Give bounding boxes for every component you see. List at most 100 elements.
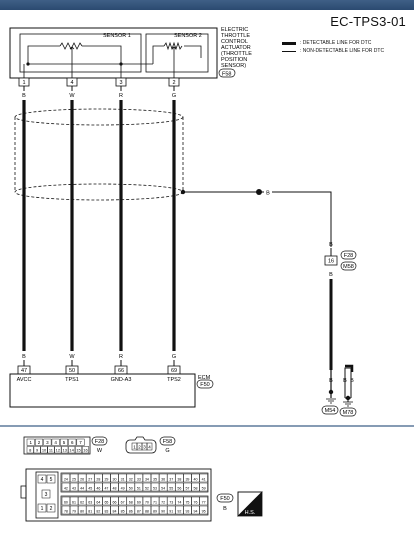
connector-ecm-tag bbox=[216, 493, 234, 503]
pin-cell bbox=[199, 473, 208, 483]
connector-f28-name: F28 bbox=[95, 439, 104, 445]
ecm-face-pin: 57 bbox=[185, 486, 189, 490]
wire-color-bottom: G bbox=[172, 354, 176, 360]
actuator-label-line: THROTTLE bbox=[221, 33, 250, 39]
wire-color: B bbox=[22, 93, 26, 99]
ecm-face-pin: 86 bbox=[129, 509, 133, 513]
joint-conn-b-tag bbox=[340, 261, 357, 271]
f28-pin: 1 bbox=[29, 440, 32, 445]
ecm-face-pin: 51 bbox=[137, 486, 141, 490]
ecm-face-pin: 4 bbox=[41, 477, 44, 483]
ecm-face-pin: 33 bbox=[137, 477, 141, 481]
ecm-face-pin: 28 bbox=[96, 477, 100, 481]
pin-cell bbox=[146, 442, 153, 451]
hs-label: H.S. bbox=[245, 510, 256, 516]
pin-cell bbox=[26, 438, 35, 446]
f28-pin: 11 bbox=[49, 447, 54, 452]
connector-f58-pin: 2 bbox=[138, 445, 141, 450]
legend-non-detectable-text: : NON-DETECTABLE LINE FOR DTC bbox=[300, 48, 385, 54]
actuator-label-line: POSITION bbox=[221, 57, 247, 63]
joint-color-top: B bbox=[329, 242, 333, 248]
ecm-face-pin: 5 bbox=[50, 477, 53, 483]
wire-color-bottom: R bbox=[119, 354, 123, 360]
ground-b: M78 bbox=[343, 410, 354, 416]
legend-non-detectable: : NON-DETECTABLE LINE FOR DTC bbox=[282, 47, 384, 55]
ground-symbol-a bbox=[326, 398, 336, 404]
sensor1-resistor bbox=[59, 42, 83, 50]
ecm-face-pin: 76 bbox=[194, 500, 198, 504]
pin-cell bbox=[81, 446, 89, 454]
sensor2-label: SENSOR 2 bbox=[174, 33, 202, 39]
sensor1-circuit bbox=[27, 45, 122, 64]
pin-cell bbox=[35, 438, 44, 446]
f28-pin: 5 bbox=[63, 440, 66, 445]
f28-pin: 9 bbox=[36, 447, 39, 452]
ecm-face-pin: 56 bbox=[177, 486, 181, 490]
pin-cell bbox=[46, 474, 56, 484]
sensor2-circuit bbox=[152, 45, 202, 64]
ecm-face-pin: 93 bbox=[185, 509, 189, 513]
ecm-name: ECM bbox=[198, 375, 211, 381]
ecm-pin: 47 bbox=[21, 368, 27, 374]
pin-cell bbox=[68, 446, 76, 454]
wire-color-bottom: W bbox=[69, 354, 75, 360]
pin-cell bbox=[75, 446, 83, 454]
ground-b-wire-thick bbox=[345, 364, 354, 372]
ecm-face-pin: 44 bbox=[80, 486, 84, 490]
joint-conn-a-tag bbox=[340, 250, 357, 260]
connector-ecm-block-c bbox=[60, 495, 209, 516]
title-bar bbox=[0, 0, 414, 10]
ecm-face-pin: 72 bbox=[161, 500, 165, 504]
legend-detectable-text: : DETECTABLE LINE FOR DTC bbox=[300, 40, 372, 46]
ground-a-tag bbox=[321, 405, 339, 415]
ecm-face-pin: 45 bbox=[88, 486, 92, 490]
ecm-face-pin: 90 bbox=[161, 509, 165, 513]
sensor1-wiper bbox=[69, 46, 75, 64]
wire-color: W bbox=[69, 93, 75, 99]
sensor2-box bbox=[145, 33, 209, 73]
ecm-face-pin: 85 bbox=[121, 509, 125, 513]
ecm-face-pin: 43 bbox=[72, 486, 76, 490]
junction-dot bbox=[26, 62, 30, 66]
pin-cell bbox=[51, 438, 60, 446]
pin-cell bbox=[40, 446, 48, 454]
ecm-face-pin: 48 bbox=[113, 486, 117, 490]
connector-f58-pin: 4 bbox=[148, 445, 151, 450]
ecm-face-pin: 70 bbox=[145, 500, 149, 504]
wire-color: R bbox=[119, 93, 123, 99]
ground-b-wire bbox=[344, 367, 352, 399]
shield-top bbox=[14, 108, 184, 126]
ecm-face-pin: 59 bbox=[202, 486, 206, 490]
ecm-face-pin: 27 bbox=[88, 477, 92, 481]
ecm-face-pin: 67 bbox=[121, 500, 125, 504]
junction-dot bbox=[119, 62, 123, 66]
ecm-face-pin: 53 bbox=[153, 486, 157, 490]
joint-conn-b: M58 bbox=[343, 264, 354, 270]
actuator-label-line: CONTROL bbox=[221, 39, 248, 45]
ecm-face-pin: 74 bbox=[177, 500, 181, 504]
ecm-pin-label: GND-A3 bbox=[111, 377, 132, 383]
connector-f58-outline bbox=[125, 436, 157, 454]
ecm-face-pin: 75 bbox=[185, 500, 189, 504]
ecm-face-pin: 71 bbox=[153, 500, 157, 504]
sensor1-box bbox=[19, 33, 142, 73]
pin-cell bbox=[46, 503, 56, 513]
ecm-face-pin: 54 bbox=[161, 486, 165, 490]
pin-cell bbox=[37, 474, 47, 484]
ecm-pin-label: TPS1 bbox=[65, 377, 79, 383]
ecm-face-pin: 66 bbox=[113, 500, 117, 504]
pin-cell bbox=[47, 446, 55, 454]
legend: : DETECTABLE LINE FOR DTC : NON-DETECTAB… bbox=[282, 39, 384, 55]
hs-icon-frame bbox=[237, 491, 263, 517]
pin-number: 4 bbox=[70, 80, 73, 86]
connector-ecm-block-a bbox=[35, 471, 59, 519]
legend-detectable: : DETECTABLE LINE FOR DTC bbox=[282, 39, 384, 47]
ecm-pin-label: TPS2 bbox=[167, 377, 181, 383]
pin-cell bbox=[199, 496, 208, 506]
f28-pin: 12 bbox=[56, 447, 61, 452]
ecm-face-pin: 38 bbox=[177, 477, 181, 481]
ecm-face-pin: 39 bbox=[185, 477, 189, 481]
actuator-label-line: (THROTTLE bbox=[221, 51, 252, 57]
connector-ecm-block-b bbox=[60, 472, 209, 493]
